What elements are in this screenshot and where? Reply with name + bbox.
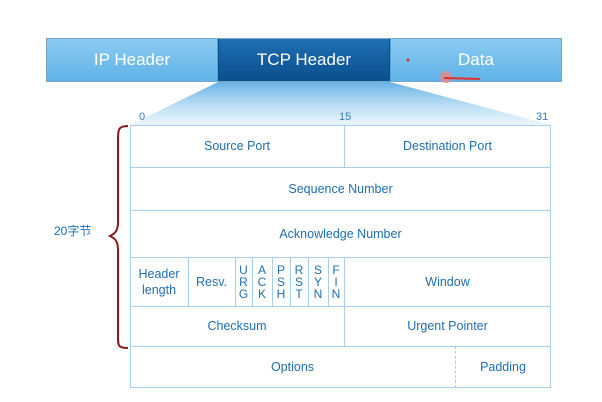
header-length-line2: length [141,282,177,297]
flag-letter: T [295,286,303,301]
field-sequence-number: Sequence Number [288,181,393,196]
field-window: Window [425,274,470,289]
flag-letter: R [294,262,304,277]
field-padding: Padding [480,360,526,374]
bit-15: 15 [339,111,352,123]
flag-letter: S [294,274,303,289]
flag-letter: S [276,274,285,289]
ip-header-label: IP Header [93,50,171,69]
field-checksum: Checksum [207,319,267,333]
col-divider-dashed [455,346,456,388]
col-divider [328,257,329,306]
flag-letter: I [334,274,338,289]
data-label: Data [458,50,494,69]
flag-letter: A [257,262,266,277]
curly-brace [107,125,129,349]
field-source-port: Source Port [203,139,270,153]
data-segment: Data [390,38,562,82]
col-divider [188,257,189,306]
flag-letter: P [276,262,285,277]
bit-0: 0 [139,111,146,123]
field-acknowledge-number: Acknowledge Number [279,226,402,241]
col-divider [235,257,236,306]
col-divider [344,125,345,167]
bit-31: 31 [536,111,549,123]
col-divider [272,257,273,306]
flag-letter: N [331,286,341,301]
flag-letter: H [276,286,286,301]
header-size-label: 20字节 [54,224,92,238]
tcp-header-segment: TCP Header [218,38,390,82]
col-divider [290,257,291,306]
row-divider [130,346,551,347]
flag-letter: C [257,274,267,289]
field-reserved: Resv. [195,274,228,289]
col-divider [308,257,309,306]
tcp-header-label: TCP Header [256,50,352,69]
flag-letter: G [238,286,249,301]
row-divider [130,257,551,258]
col-divider [344,306,345,346]
field-urgent-pointer: Urgent Pointer [407,319,488,333]
row-divider [130,210,551,211]
flag-letter: S [313,262,322,277]
header-length-line1: Header [138,266,180,281]
flag-letter: Y [313,274,322,289]
flag-letter: N [313,286,323,301]
flag-letter: U [239,262,248,277]
field-header-length: Header length [130,257,188,306]
field-destination-port: Destination Port [403,139,492,153]
row-divider [130,306,551,307]
flag-letter: F [332,262,340,277]
col-divider [252,257,253,306]
col-divider [344,257,345,306]
flag-letter: K [257,286,266,301]
row-divider [130,167,551,168]
ip-header-segment: IP Header [46,38,218,82]
flag-letter: R [239,274,248,289]
tcp-header-table [130,125,551,388]
field-options: Options [270,360,315,374]
